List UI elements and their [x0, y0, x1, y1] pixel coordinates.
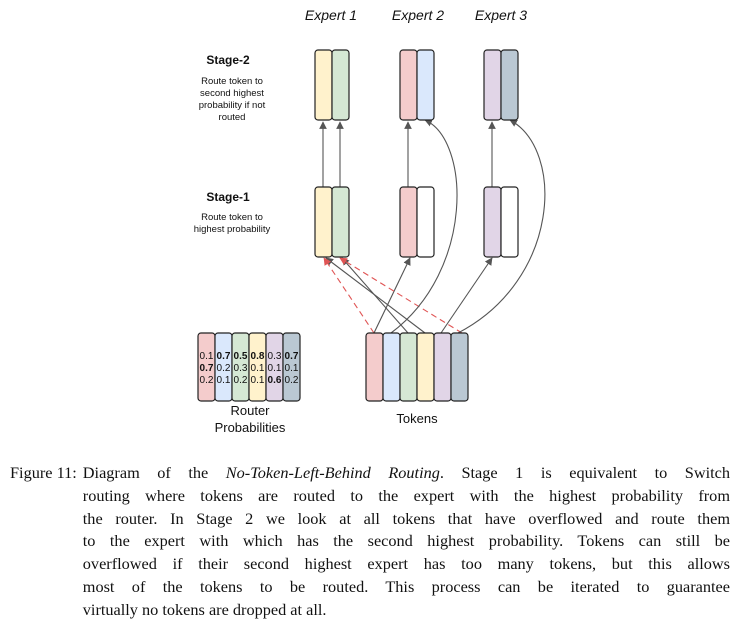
router-column-6	[282, 332, 301, 402]
stage-2-description: Stage-2 Route token to second highest pr…	[199, 53, 266, 123]
caption-text: virtually no tokens are dropped at all.	[82, 599, 327, 619]
router-prob-3-3: 0.2	[234, 375, 248, 386]
router-prob-5-2: 0.1	[268, 363, 282, 374]
stage-1-expert-1-slot-1	[314, 186, 333, 258]
caption-line-1: Diagram of the No-Token-Left-Behind Rout…	[83, 462, 730, 485]
stage-2-expert-2-slot-1	[399, 49, 418, 121]
stage-2-expert-2-slot-2	[416, 49, 435, 121]
stage-2-expert-1-slot-2	[331, 49, 350, 121]
router-prob-2-2: 0.2	[217, 363, 231, 374]
stage-1-description: Stage-1 Route token to highest probabili…	[194, 190, 271, 235]
router-prob-6-2: 0.1	[285, 363, 299, 374]
router-prob-5-3: 0.6	[268, 375, 282, 386]
token-sequence	[365, 332, 469, 402]
stage-1-expert-3-slot-1	[483, 186, 502, 258]
caption-line-7: virtually no tokens are dropped at all.	[83, 599, 730, 622]
caption-line-3: the router. In Stage 2 we look at all to…	[83, 508, 730, 531]
caption-body: Diagram of the No-Token-Left-Behind Rout…	[83, 462, 730, 622]
token-1	[365, 332, 384, 402]
expert-1-label: Expert 1	[305, 7, 357, 23]
stage-2-line-3: probability if not	[199, 100, 266, 111]
stage-1-expert-2-slot-2	[416, 186, 435, 258]
tokens-label: Tokens	[396, 411, 438, 426]
arrow-token-6-to-expert-3-stage-2	[457, 119, 546, 334]
router-prob-3-2: 0.3	[234, 363, 248, 374]
router-probabilities: 0.10.70.20.70.20.10.50.30.20.80.10.10.30…	[197, 332, 301, 402]
router-prob-4-2: 0.1	[251, 363, 265, 374]
caption-text: most of the tokens to be routed. This pr…	[82, 576, 730, 596]
router-prob-6-3: 0.2	[285, 375, 299, 386]
routing-diagram: Expert 1 Expert 2 Expert 3 Stage-2 Route…	[194, 7, 546, 435]
caption-line-2: routing where tokens are routed to the e…	[83, 485, 730, 508]
overflow-token-6-to-expert-1	[339, 257, 463, 334]
token-2	[382, 332, 401, 402]
caption-text: overflowed if their second highest exper…	[82, 554, 730, 574]
token-5	[433, 332, 452, 402]
arrow-token-2-to-expert-2-stage-2	[390, 119, 458, 334]
stage-1-line-2: highest probability	[194, 224, 271, 235]
expert-labels: Expert 1 Expert 2 Expert 3	[305, 7, 527, 23]
token-3	[399, 332, 418, 402]
router-prob-1-1: 0.1	[200, 351, 214, 362]
router-label-line-1: Router	[230, 403, 270, 418]
stage-1-expert-1-slot-2	[331, 186, 350, 258]
router-prob-4-3: 0.1	[251, 375, 265, 386]
router-prob-1-2: 0.7	[200, 363, 214, 374]
caption-text: the router. In Stage 2 we look at all to…	[82, 508, 730, 528]
arrow-token-5-to-expert-3	[440, 257, 493, 334]
caption-line-6: most of the tokens to be routed. This pr…	[83, 576, 730, 599]
stage-2-line-2: second highest	[200, 88, 264, 99]
caption-text: routing where tokens are routed to the e…	[82, 485, 730, 505]
token-6	[450, 332, 469, 402]
router-prob-3-1: 0.5	[234, 351, 248, 362]
overflow-token-1-to-expert-1	[323, 257, 375, 334]
expert-3-label: Expert 3	[475, 7, 527, 23]
router-prob-5-1: 0.3	[268, 351, 282, 362]
expert-2-label: Expert 2	[392, 7, 444, 23]
router-prob-6-1: 0.7	[285, 351, 299, 362]
caption-text: . Stage 1 is equivalent to Switch	[439, 463, 730, 482]
router-prob-1-3: 0.2	[200, 375, 214, 386]
routing-arrows	[319, 119, 546, 334]
caption-text: to the expert with which has the second …	[82, 531, 730, 551]
stage-2-line-1: Route token to	[201, 76, 263, 87]
stage-1-expert-3-slot-2	[500, 186, 519, 258]
caption-line-5: overflowed if their second highest exper…	[83, 553, 730, 576]
stage-2-line-4: routed	[219, 112, 246, 123]
router-label-line-2: Probabilities	[215, 420, 286, 435]
stage-2-title: Stage-2	[206, 53, 250, 67]
expert-slots	[314, 49, 519, 258]
caption-emphasis: No-Token-Left-Behind Routing	[225, 463, 440, 482]
stage-2-expert-3-slot-1	[483, 49, 502, 121]
caption-line-4: to the expert with which has the second …	[83, 530, 730, 553]
stage-1-title: Stage-1	[206, 190, 250, 204]
caption-text: Diagram of the	[82, 463, 226, 482]
stage-2-expert-3-slot-2	[500, 49, 519, 121]
router-prob-2-1: 0.7	[217, 351, 231, 362]
router-prob-4-1: 0.8	[251, 351, 265, 362]
figure-caption: Figure 11: Diagram of the No-Token-Left-…	[10, 462, 730, 622]
figure-number: Figure 11:	[10, 463, 77, 482]
token-4	[416, 332, 435, 402]
stage-2-expert-1-slot-1	[314, 49, 333, 121]
stage-1-line-1: Route token to	[201, 212, 263, 223]
arrow-token-1-to-expert-2	[373, 257, 411, 334]
stage-1-expert-2-slot-1	[399, 186, 418, 258]
router-prob-2-3: 0.1	[217, 375, 231, 386]
arrow-token-3-to-expert-1	[341, 257, 409, 334]
